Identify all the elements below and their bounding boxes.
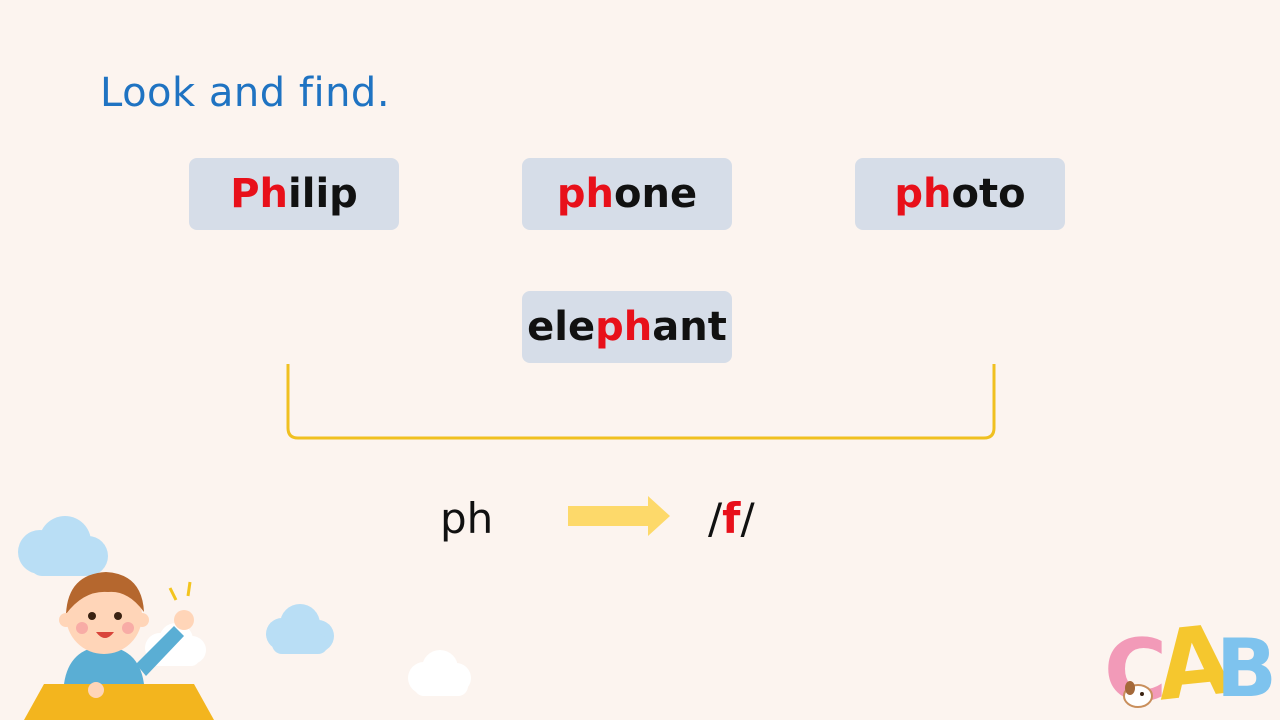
right-arrow-icon — [568, 496, 670, 536]
rule-ipa: /f/ — [708, 494, 755, 543]
word-highlight: ph — [595, 304, 653, 350]
word-prefix: ele — [527, 304, 596, 350]
svg-text:B: B — [1216, 622, 1276, 715]
ipa-slash-open: / — [708, 494, 723, 543]
word-highlight: ph — [894, 171, 952, 217]
grouping-bracket — [286, 364, 996, 440]
ipa-slash-close: / — [740, 494, 755, 543]
cloud-icon — [266, 604, 334, 654]
rule-letters: ph — [440, 494, 494, 543]
cloud-icon — [408, 650, 471, 696]
word-highlight: Ph — [230, 171, 289, 217]
waving-child-illustration — [24, 572, 214, 720]
cab-letters-logo: C A B — [1104, 603, 1276, 716]
slide-title: Look and find. — [100, 70, 391, 116]
word-suffix: one — [614, 171, 698, 217]
word-suffix: ant — [652, 304, 727, 350]
ipa-sound: f — [722, 494, 741, 543]
svg-text:A: A — [1151, 603, 1237, 716]
word-highlight: ph — [556, 171, 614, 217]
word-suffix: oto — [951, 171, 1026, 217]
word-suffix: ilip — [288, 171, 358, 217]
cloud-icon — [18, 516, 108, 576]
